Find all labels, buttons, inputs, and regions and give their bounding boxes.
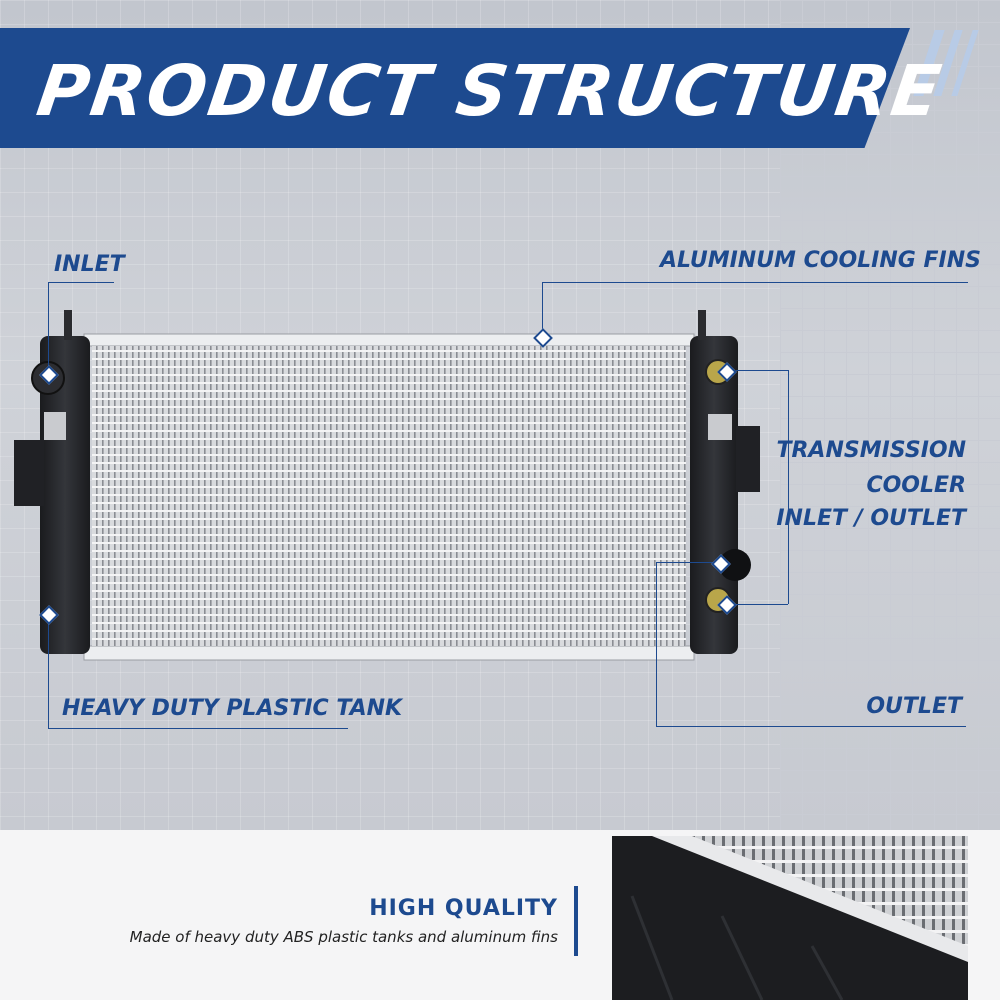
title-banner: [0, 28, 910, 148]
leader-transmission-top: [736, 370, 788, 371]
leader-outlet-horizontal: [656, 562, 718, 563]
underline-aluminum-fins: [542, 282, 968, 283]
feature-accent-bar: [574, 886, 578, 956]
label-plastic-tank: HEAVY DUTY PLASTIC TANK: [62, 696, 403, 721]
leader-aluminum-fins: [542, 282, 543, 332]
feature-description: Made of heavy duty ABS plastic tanks and…: [129, 928, 558, 946]
closeup-image: [612, 836, 968, 1000]
label-outlet: OUTLET: [866, 694, 962, 719]
underline-plastic-tank: [48, 728, 348, 729]
leader-plastic-tank: [48, 614, 49, 728]
label-transmission-inlet-outlet: INLET / OUTLET: [776, 506, 966, 531]
underline-outlet: [656, 726, 966, 727]
leader-transmission-vertical: [788, 370, 789, 604]
leader-outlet: [656, 562, 657, 726]
feature-title: HIGH QUALITY: [369, 896, 558, 921]
leader-transmission-bottom: [736, 604, 788, 605]
label-inlet: INLET: [54, 252, 125, 277]
label-transmission-cooler: COOLER: [866, 473, 966, 498]
leader-inlet: [48, 282, 49, 374]
underline-inlet: [48, 282, 114, 283]
label-aluminum-fins: ALUMINUM COOLING FINS: [660, 248, 981, 273]
label-transmission: TRANSMISSION: [776, 438, 966, 463]
